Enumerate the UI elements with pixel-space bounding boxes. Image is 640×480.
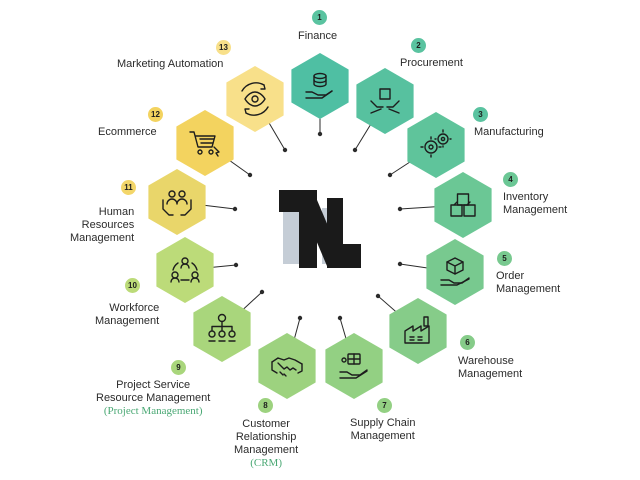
gears-icon — [420, 129, 452, 158]
module-number-10: 10 — [125, 278, 140, 293]
module-4-connector-dot — [397, 206, 403, 212]
module-number-11: 11 — [121, 180, 136, 195]
module-number-8: 8 — [258, 398, 273, 413]
module-label-order: Order Management — [496, 270, 561, 295]
module-10-connector-dot — [233, 262, 239, 268]
coins-hand-icon — [305, 72, 333, 99]
module-number-3: 3 — [473, 107, 488, 122]
boxes-icon — [450, 193, 476, 217]
cart-icon — [189, 131, 220, 157]
team-cycle-icon — [170, 257, 200, 283]
module-label-marketing: Marketing Automation — [117, 58, 224, 70]
module-9-connector-dot — [259, 289, 265, 295]
supply-chain-icon — [339, 353, 368, 379]
module-number-12: 12 — [148, 107, 163, 122]
module-label-hr: Human Resources Management — [70, 206, 135, 244]
module-icons — [162, 72, 476, 379]
module-label-ecommerce: Ecommerce — [98, 126, 157, 138]
module-number-13: 13 — [216, 40, 231, 55]
module-label-project: Project Service Resource Management(Proj… — [96, 379, 211, 417]
module-12-connector-dot — [247, 172, 253, 178]
module-8-connector-dot — [297, 315, 303, 321]
module-number-1: 1 — [312, 10, 327, 25]
module-11-connector-dot — [232, 206, 238, 212]
module-label-procurement: Procurement — [400, 57, 463, 69]
module-1-connector-dot — [317, 131, 323, 137]
module-13-hexagon — [226, 66, 284, 132]
module-number-9: 9 — [171, 360, 186, 375]
module-7-connector-dot — [337, 315, 343, 321]
module-3-connector-dot — [387, 172, 393, 178]
module-sublabel-project: (Project Management) — [103, 405, 203, 417]
netsuite-logo — [279, 190, 361, 268]
module-label-workforce: Workforce Management — [95, 302, 160, 327]
module-label-inventory: Inventory Management — [503, 191, 568, 216]
module-7-hexagon — [325, 333, 383, 399]
module-label-manufacturing: Manufacturing — [474, 126, 544, 138]
module-number-6: 6 — [460, 335, 475, 350]
module-sublabel-crm: (CRM) — [250, 457, 282, 469]
hierarchy-icon — [208, 313, 236, 342]
module-10-hexagon — [156, 237, 214, 303]
warehouse-icon — [404, 316, 430, 344]
module-label-warehouse: Warehouse Management — [458, 355, 523, 380]
module-6-connector-dot — [375, 293, 381, 299]
module-label-supply-chain: Supply Chain Management — [350, 417, 416, 442]
module-number-2: 2 — [411, 38, 426, 53]
module-number-5: 5 — [497, 251, 512, 266]
people-care-icon — [162, 190, 192, 216]
module-2-hexagon — [356, 68, 414, 134]
module-5-connector-dot — [397, 261, 403, 267]
module-number-4: 4 — [503, 172, 518, 187]
eye-cycle-icon — [241, 82, 269, 116]
handshake-icon — [271, 357, 303, 377]
box-hands-icon — [370, 88, 400, 114]
module-8-hexagon — [258, 333, 316, 399]
module-label-finance: Finance — [298, 30, 338, 42]
box-hand-icon — [440, 257, 470, 286]
module-number-7: 7 — [377, 398, 392, 413]
module-hexagons — [148, 53, 492, 399]
module-label-crm: Customer Relationship Management(CRM) — [234, 418, 299, 469]
module-6-hexagon — [389, 298, 447, 364]
module-13-connector-dot — [282, 147, 288, 153]
module-2-connector-dot — [352, 147, 358, 153]
